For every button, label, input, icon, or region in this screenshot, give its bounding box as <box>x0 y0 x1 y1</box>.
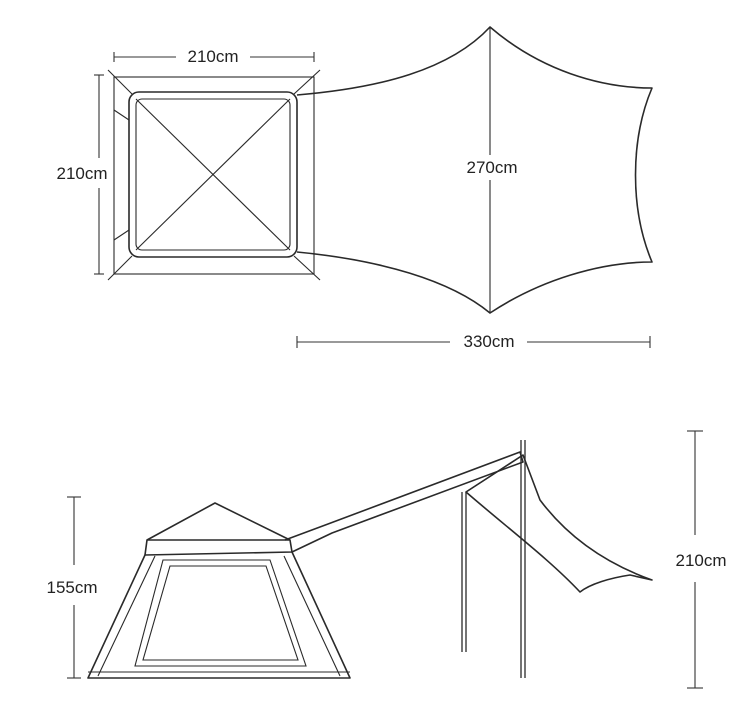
tent-side-pole-right <box>283 555 341 677</box>
tent-diagonal-2 <box>135 98 291 251</box>
corner-stake <box>293 69 321 95</box>
tent-side-panel <box>113 109 130 241</box>
tarp-depth-label: 270cm <box>466 158 517 177</box>
tent-floor-inner <box>135 98 291 251</box>
side-view: 155cm 210cm <box>46 430 727 689</box>
tent-roof <box>146 502 291 541</box>
tent-outer-frame <box>113 76 315 275</box>
pole-height-label: 210cm <box>675 551 726 570</box>
tarp-length-label: 330cm <box>463 332 514 351</box>
tent-floor-outer <box>128 91 298 258</box>
tarp-guyline <box>465 454 524 493</box>
corner-stake <box>107 69 133 95</box>
corner-stake <box>293 255 321 281</box>
corner-stake <box>107 255 133 281</box>
tent-door-inner <box>142 565 299 661</box>
tent-door <box>134 559 307 667</box>
tarp-side <box>465 454 653 593</box>
tent-roof-band <box>144 539 293 556</box>
tent-depth-label: 210cm <box>56 164 107 183</box>
tent-height-label: 155cm <box>46 578 97 597</box>
tarp-outline-top <box>296 26 653 314</box>
top-view: 210cm 210cm 270cm 330cm <box>56 26 653 351</box>
tent-body-outline <box>87 551 351 679</box>
awning-connector <box>284 451 524 553</box>
tent-side-pole-left <box>97 555 156 677</box>
tent-width-label: 210cm <box>187 47 238 66</box>
